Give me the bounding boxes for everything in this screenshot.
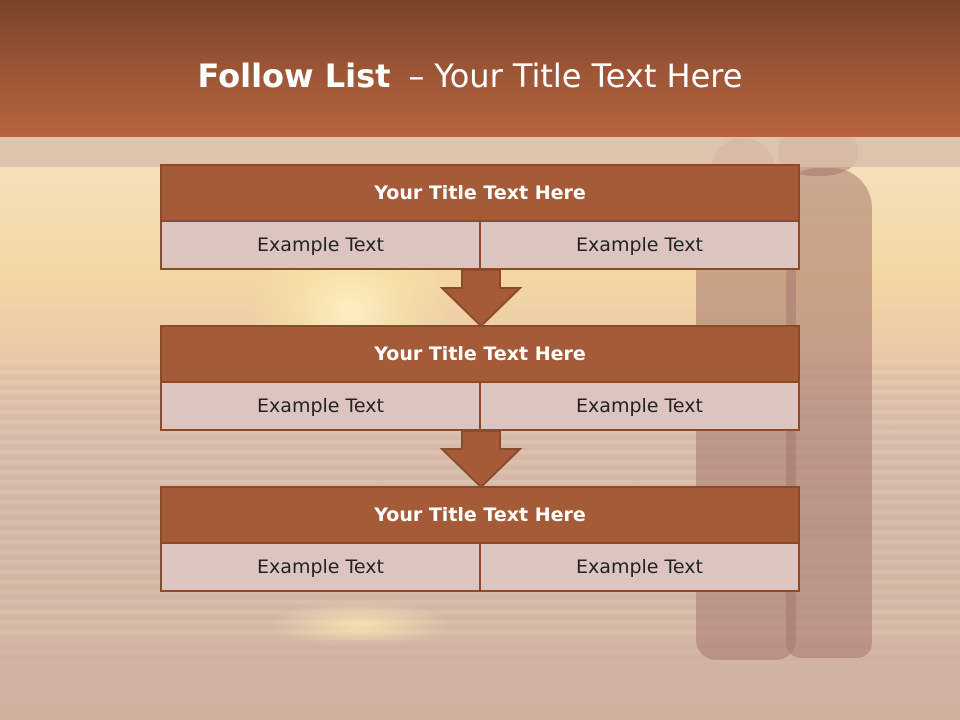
step-title: Your Title Text Here — [160, 164, 800, 222]
step-title: Your Title Text Here — [160, 325, 800, 383]
figure-right-body — [786, 168, 872, 658]
step-text-left: Example Text — [160, 542, 481, 592]
banner-strip — [0, 137, 960, 167]
slide-title: Follow List–Your Title Text Here — [0, 52, 940, 100]
down-arrow-icon — [439, 431, 523, 489]
title-rest-part: Your Title Text Here — [434, 57, 743, 95]
title-banner — [0, 0, 960, 137]
step-box-1: Your Title Text Here Example Text Exampl… — [160, 164, 800, 270]
step-text-right: Example Text — [479, 220, 800, 270]
step-title: Your Title Text Here — [160, 486, 800, 544]
step-text-right: Example Text — [479, 542, 800, 592]
step-text-left: Example Text — [160, 381, 481, 431]
step-text-left: Example Text — [160, 220, 481, 270]
title-separator: – — [408, 57, 425, 95]
step-text-right: Example Text — [479, 381, 800, 431]
step-box-2: Your Title Text Here Example Text Exampl… — [160, 325, 800, 431]
title-bold-part: Follow List — [197, 57, 391, 95]
down-arrow-icon — [439, 270, 523, 328]
step-box-3: Your Title Text Here Example Text Exampl… — [160, 486, 800, 592]
